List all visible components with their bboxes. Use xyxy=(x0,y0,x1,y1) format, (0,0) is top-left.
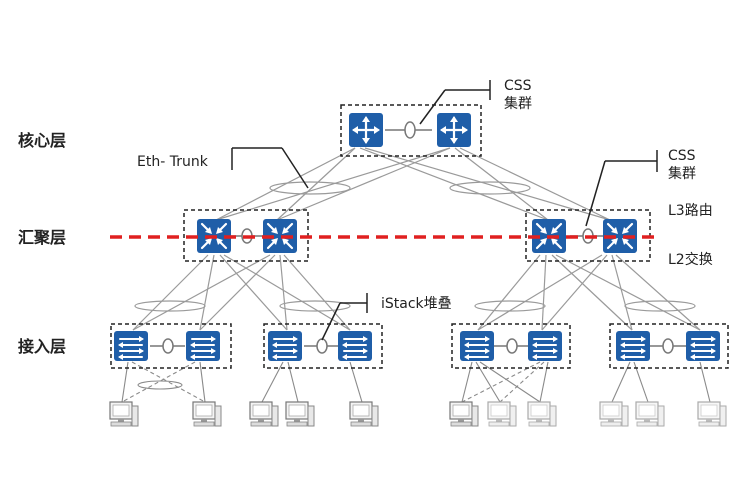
access-cluster-1 xyxy=(110,323,232,369)
l2-switching-label: L2交换 xyxy=(668,251,713,268)
callout-lines xyxy=(231,80,658,341)
core-switch-icon xyxy=(435,111,473,149)
css-top-label-line1: CSS xyxy=(504,78,532,94)
layer-label-aggregation: 汇聚层 xyxy=(18,228,66,247)
core-aggregation-links xyxy=(215,147,611,221)
pc-terminal-icon xyxy=(449,401,479,427)
pc-terminal-icon xyxy=(527,401,557,427)
eth-trunk-label: Eth- Trunk xyxy=(137,154,209,170)
access-switch-icon xyxy=(615,330,651,362)
access-switch-icon xyxy=(459,330,495,362)
pc-terminal-icon xyxy=(599,401,629,427)
core-css-cluster xyxy=(340,104,482,157)
access-switch-icon xyxy=(337,330,373,362)
access-switch-icon xyxy=(267,330,303,362)
l3-routing-label: L3路由 xyxy=(668,203,713,219)
access-switch-icon xyxy=(527,330,563,362)
istack-label: iStack堆叠 xyxy=(381,296,452,312)
access-cluster-3 xyxy=(451,323,571,369)
access-switch-icon xyxy=(685,330,721,362)
aggregation-access-links xyxy=(132,254,701,331)
access-cluster-4 xyxy=(609,323,729,369)
pc-terminal-icon xyxy=(249,401,279,427)
pc-terminal-icon xyxy=(285,401,315,427)
css-right-label-line2: 集群 xyxy=(668,165,696,182)
layer-label-core: 核心层 xyxy=(18,131,66,150)
pc-terminal-icon xyxy=(487,401,517,427)
access-cluster-2 xyxy=(263,323,383,369)
pc-terminal-icon xyxy=(349,401,379,427)
pc-terminal-icon xyxy=(109,401,139,427)
core-switch-icon xyxy=(347,111,385,149)
access-switch-icon xyxy=(113,330,149,362)
css-right-label-line1: CSS xyxy=(668,148,696,164)
pc-terminal-icon xyxy=(192,401,222,427)
terminals xyxy=(109,401,727,427)
access-switch-icon xyxy=(185,330,221,362)
layer-label-access: 接入层 xyxy=(18,337,66,356)
pc-terminal-icon xyxy=(635,401,665,427)
pc-terminal-icon xyxy=(697,401,727,427)
css-top-label-line2: 集群 xyxy=(504,95,532,112)
